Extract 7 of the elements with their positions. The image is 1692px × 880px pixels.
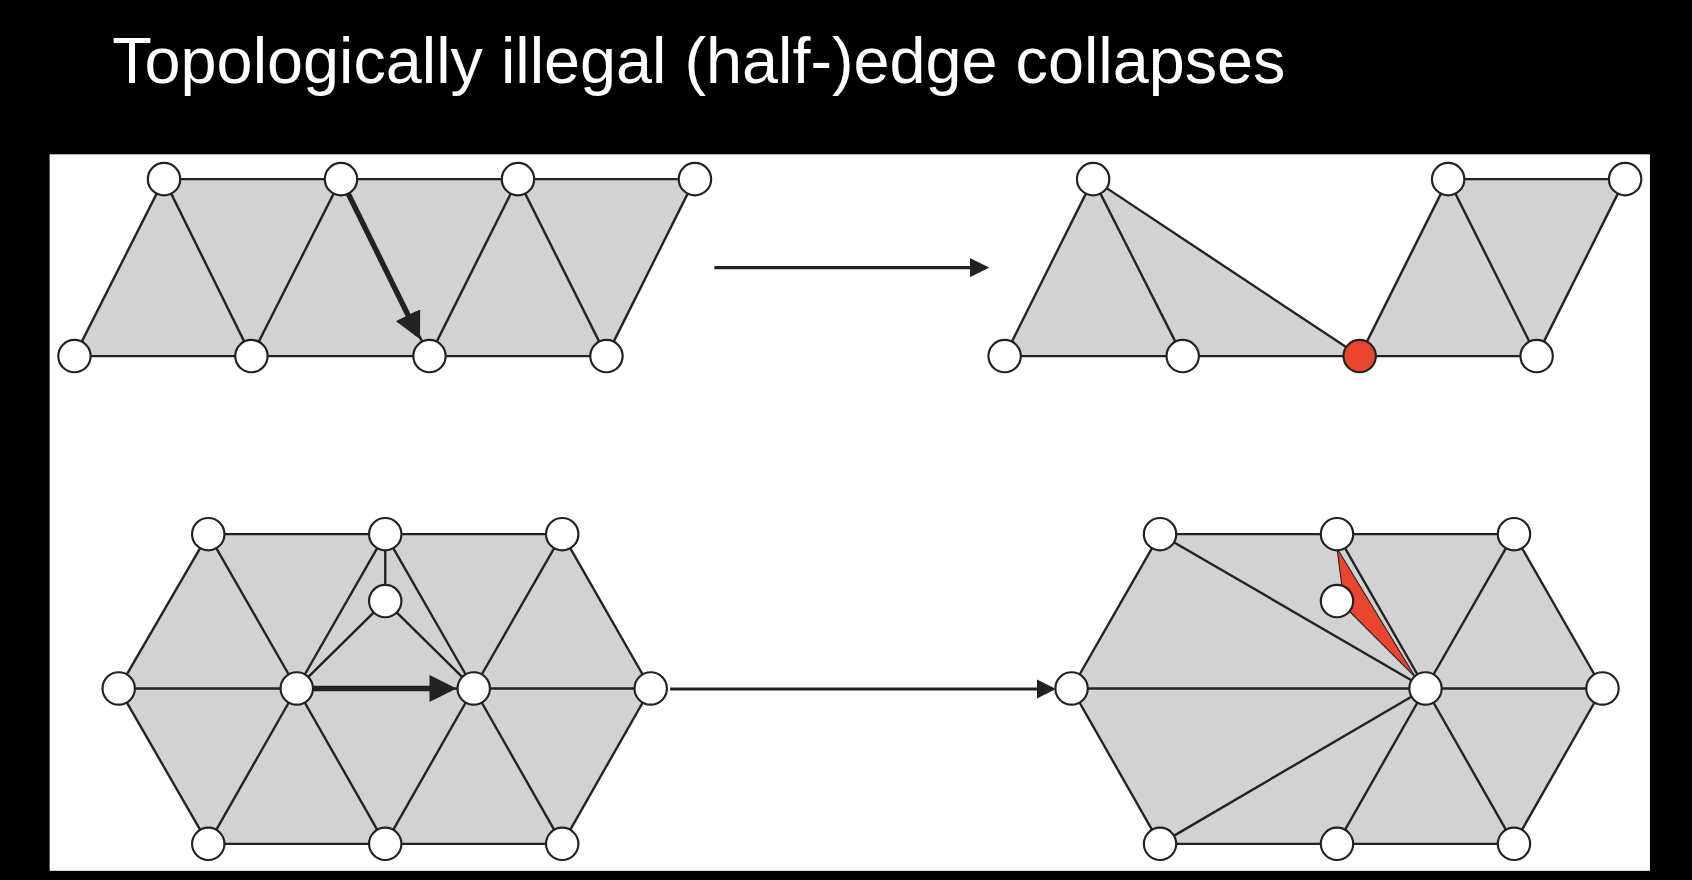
triangle-mesh-drawing (55, 159, 715, 376)
triangle-mesh-drawing (985, 159, 1645, 376)
slide-title: Topologically illegal (half-)edge collapses (112, 23, 1286, 99)
triangle-mesh-drawing (1052, 514, 1622, 864)
arrow (714, 257, 990, 278)
arrow (670, 679, 1056, 699)
triangle-mesh-drawing (99, 514, 671, 864)
